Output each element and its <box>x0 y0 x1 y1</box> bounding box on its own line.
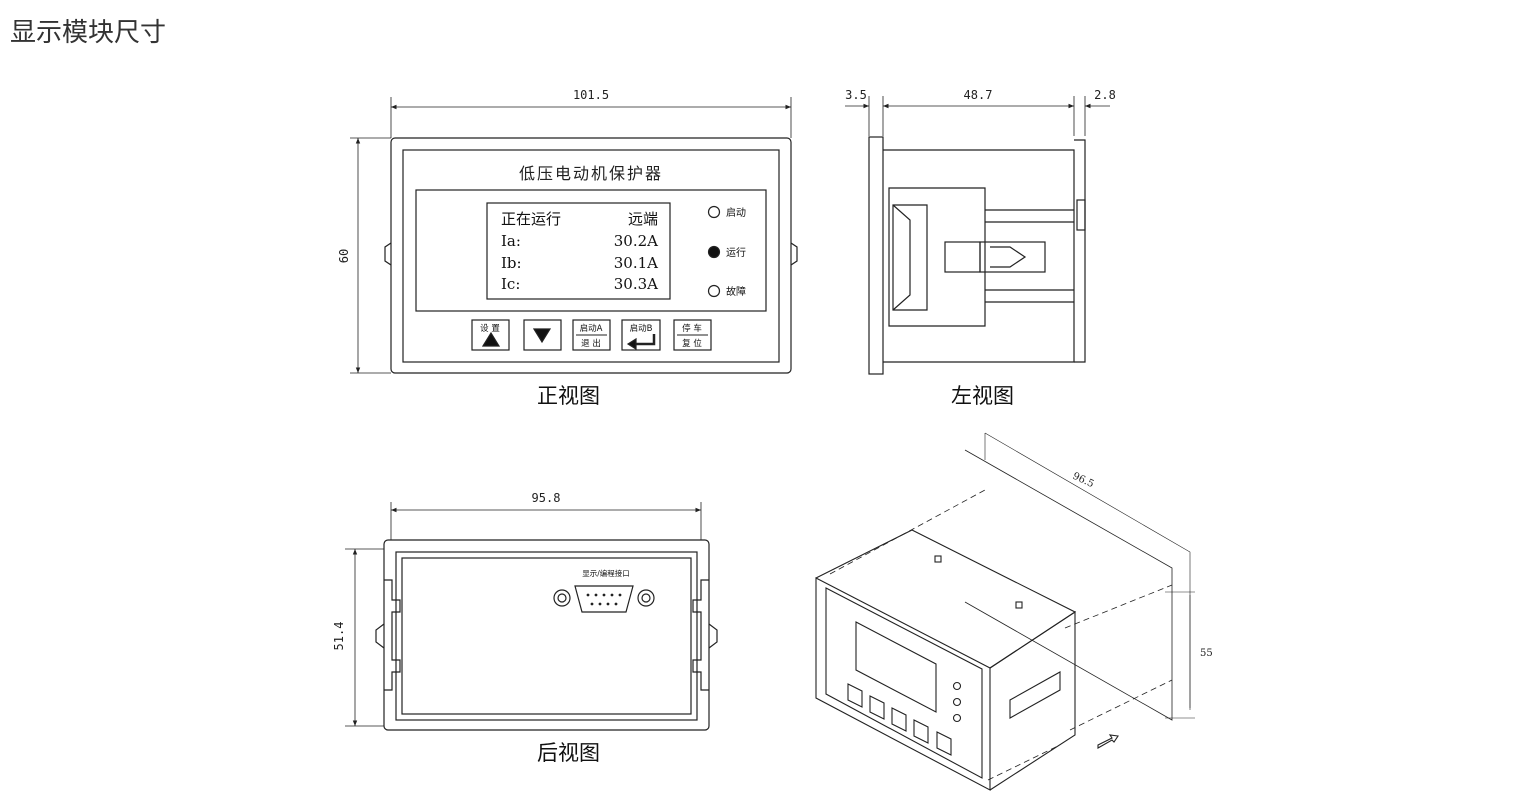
down-arrow-icon <box>532 328 552 344</box>
led-run-icon <box>707 245 721 259</box>
rear-inner-frame <box>395 551 698 721</box>
iso-height-label: 55 <box>1200 648 1213 659</box>
rear-right-latch <box>692 579 709 691</box>
btn-down-frame <box>523 319 562 351</box>
device-title: 低压电动机保护器 <box>519 164 663 183</box>
btn-startA-exit-frame <box>572 319 611 351</box>
btn-stop-label: 停 车 <box>682 323 702 334</box>
front-panel <box>402 149 780 363</box>
side-body <box>883 149 1075 363</box>
iso-depth-label: 96.5 <box>1071 471 1096 490</box>
iso-side-face <box>989 610 1076 791</box>
btn-setup-up-frame <box>471 319 510 351</box>
left-view-caption: 左视图 <box>951 384 1014 408</box>
up-arrow-icon <box>481 331 501 347</box>
front-height-label: 60 <box>337 249 351 263</box>
lcd-line1-left: 正在运行 <box>501 210 561 228</box>
led-start-label: 启动 <box>726 206 746 219</box>
page-title: 显示模块尺寸 <box>10 18 167 48</box>
side-dim-b-label: 48.7 <box>964 88 993 102</box>
rear-height-label: 51.4 <box>332 622 346 651</box>
btn-stop-reset-frame <box>673 319 712 351</box>
btn-exit-label: 退 出 <box>581 338 601 349</box>
front-outer-frame <box>390 137 792 374</box>
btn-startB-enter-frame <box>621 319 661 351</box>
btn-setup-label: 设 置 <box>480 323 500 334</box>
rear-view-caption: 后视图 <box>537 741 600 765</box>
lcd-line4-left: Ic: <box>501 275 520 293</box>
btn-reset-label: 复 位 <box>682 338 702 349</box>
lcd-line1-right: 远端 <box>628 210 658 228</box>
side-bezel <box>868 136 884 375</box>
lcd-line2-right: 30.2A <box>614 232 658 250</box>
lcd-display <box>486 202 671 300</box>
right-clip <box>790 242 798 266</box>
screen-window <box>415 189 767 312</box>
side-dim-c-label: 2.8 <box>1094 88 1116 102</box>
front-view-caption: 正视图 <box>537 384 600 408</box>
lcd-text: 正在运行 远端 Ia: 30.2A Ib: 30.1A Ic: 30.3A <box>501 210 658 293</box>
left-clip <box>384 242 392 266</box>
side-dim-a-label: 3.5 <box>845 88 867 102</box>
btn-startA-label: 启动A <box>580 323 603 334</box>
rear-width-label: 95.8 <box>532 491 561 505</box>
led-run-label: 运行 <box>726 246 746 259</box>
front-view <box>350 97 798 374</box>
left-view <box>845 96 1110 375</box>
led-start-icon <box>707 205 721 219</box>
rear-left-latch <box>384 579 401 691</box>
lcd-line3-right: 30.1A <box>614 254 658 272</box>
db9-port-icon <box>574 585 634 613</box>
iso-view <box>815 432 1195 791</box>
db9-pins <box>586 593 622 606</box>
port-label: 显示/编程接口 <box>582 568 630 578</box>
btn-startB-label: 启动B <box>630 323 653 334</box>
iso-top-face <box>815 529 1077 669</box>
enter-arrow-icon <box>633 334 656 346</box>
lcd-line2-left: Ia: <box>501 232 521 250</box>
lcd-line4-right: 30.3A <box>614 275 658 293</box>
lcd-line3-left: Ib: <box>501 254 522 272</box>
rear-outer-frame <box>383 539 710 731</box>
led-fault-icon <box>707 284 721 298</box>
side-clip-housing <box>888 187 986 327</box>
front-width-label: 101.5 <box>573 88 609 102</box>
led-fault-label: 故障 <box>726 285 746 298</box>
side-rear-flange <box>1074 139 1086 363</box>
rear-view <box>345 502 718 731</box>
iso-screen <box>855 621 937 713</box>
iso-front-bezel <box>815 577 991 791</box>
